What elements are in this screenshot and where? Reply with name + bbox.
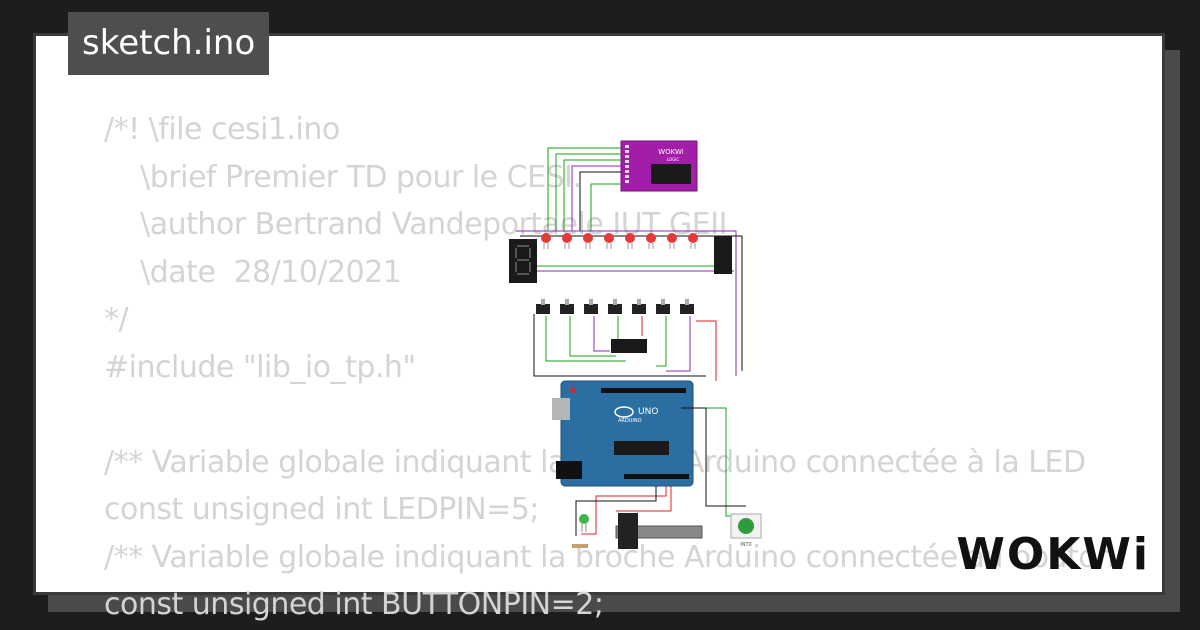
analyzer-label: WOKWi [658,148,684,156]
code-line: const unsigned int LEDPIN=5; [104,492,540,527]
arduino-uno-board: UNO ARDUINO [552,380,694,487]
preview-card: /*! \file cesi1.ino \brief Premier TD po… [33,33,1165,622]
push-button: INT0 [730,513,762,548]
green-led [572,514,589,548]
code-line: /** Variable globale indiquant la broche… [104,539,1115,575]
logic-chip [611,339,647,353]
seven-segment-display [509,239,537,283]
wokwi-logo: WOKWi [956,529,1150,580]
board-brand: ARDUINO [618,418,642,424]
logic-analyzer: WOKWi LOGIC [620,140,698,192]
code-line: #include "lib_io_tp.h" [104,349,416,385]
project-title-tab: sketch.ino [68,12,270,75]
code-line: \date 28/10/2021 [104,254,402,290]
code-line: const unsigned int BUTTONPIN=2; [104,587,604,622]
code-line: \brief Premier TD pour le CESI. [104,159,582,195]
button-label: INT0 [740,542,751,548]
slide-potentiometer [615,513,703,549]
board-label: UNO [638,407,658,417]
led-bar [541,233,698,249]
analyzer-sublabel: LOGIC [667,157,680,162]
code-line: /*! \file cesi1.ino [104,112,340,147]
circuit-diagram: WOKWi LOGIC [509,140,762,549]
resistor-network [714,236,732,274]
code-line: */ [104,302,129,337]
slide-switches [536,299,694,314]
